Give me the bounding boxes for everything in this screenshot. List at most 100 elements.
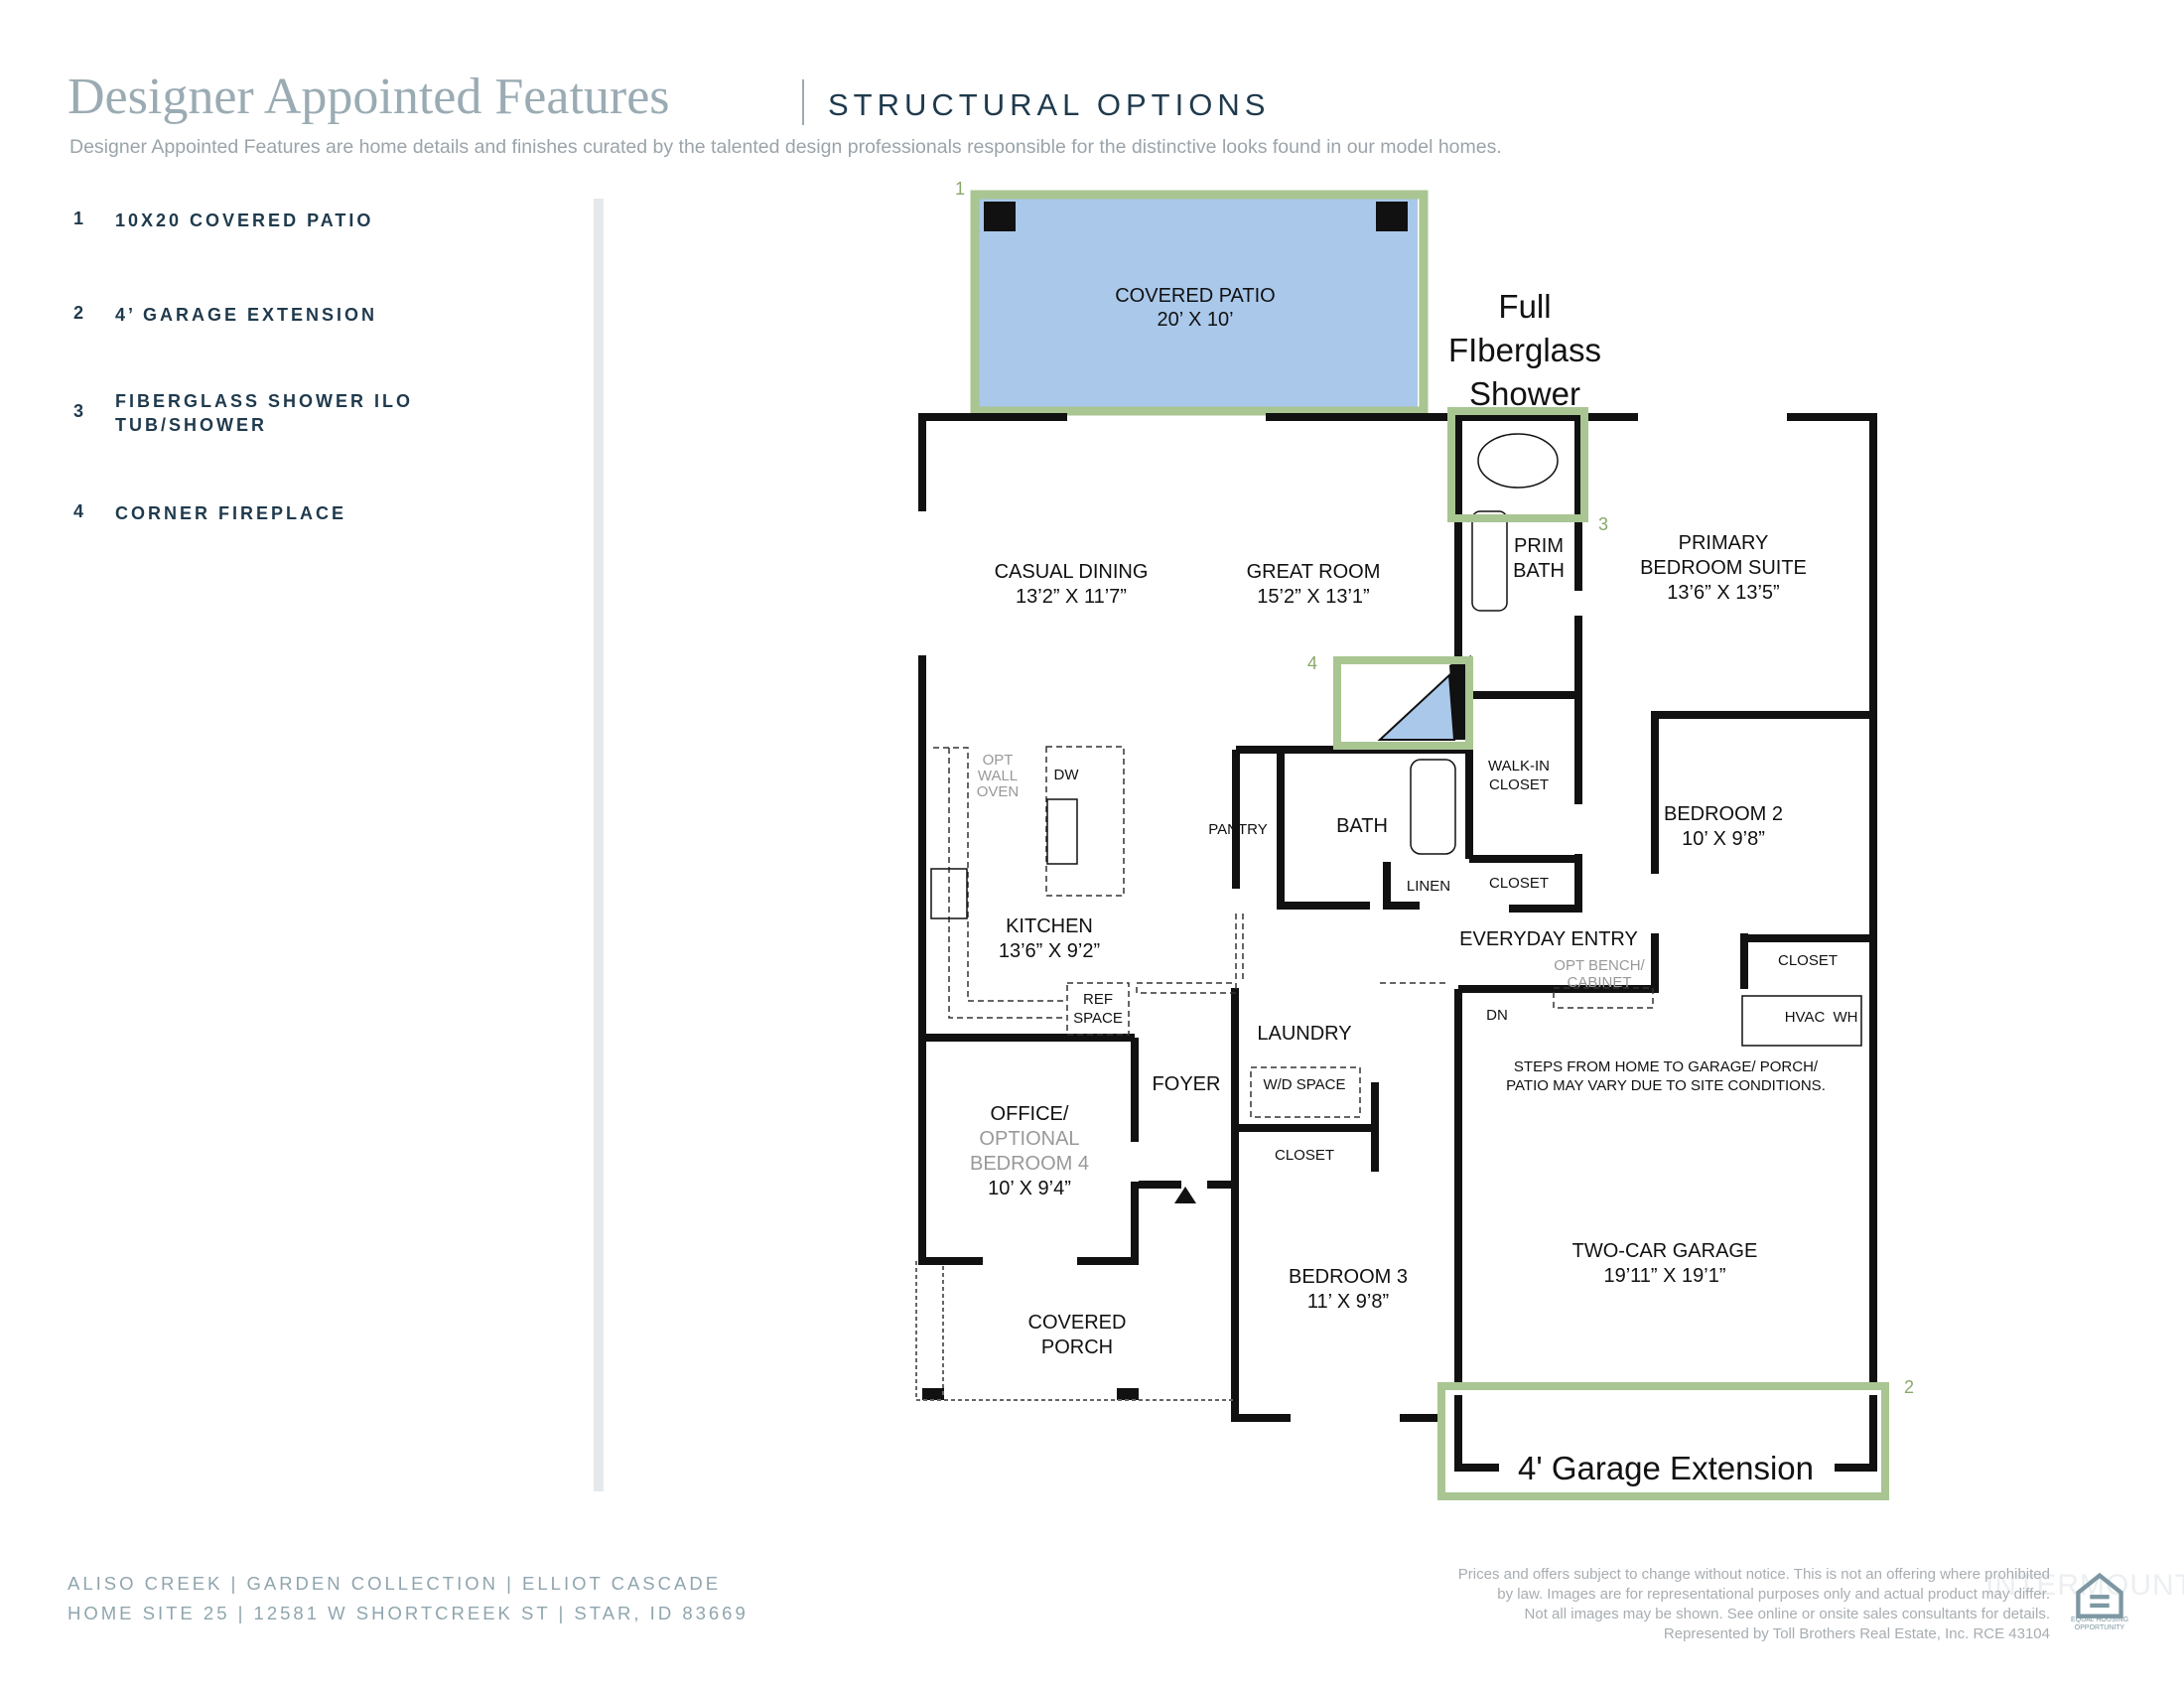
disclaimer-line: Prices and offers subject to change with…	[1457, 1566, 2050, 1583]
room-label: CLOSET	[1489, 875, 1549, 892]
steps-note: STEPS FROM HOME TO GARAGE/ PORCH/	[1514, 1058, 1819, 1075]
room-label: OPTIONAL	[979, 1128, 1079, 1150]
room-size: 10’ X 9’4”	[988, 1178, 1071, 1199]
room-label: FOYER	[1153, 1073, 1221, 1095]
walls	[918, 413, 1877, 1467]
marker-4: 4	[1307, 653, 1317, 673]
room-label: HVAC	[1785, 1009, 1826, 1026]
shower-callout: FIberglass	[1448, 332, 1601, 368]
option-label: 4’ GARAGE EXTENSION	[115, 305, 378, 325]
room-label: W/D SPACE	[1263, 1076, 1345, 1093]
steps-note: PATIO MAY VARY DUE TO SITE CONDITIONS.	[1506, 1077, 1826, 1094]
room-label: BEDROOM 3	[1289, 1266, 1408, 1288]
page-title: Designer Appointed Features	[68, 69, 670, 125]
room-size: 13’6” X 13’5”	[1667, 582, 1779, 604]
room-label: OFFICE/	[991, 1103, 1069, 1125]
option-item: 4 CORNER FIREPLACE	[73, 501, 453, 525]
room-label: PANTRY	[1208, 821, 1267, 838]
kitchen-counters	[933, 746, 1654, 1118]
option-number: 3	[73, 401, 87, 421]
covered-patio-area	[978, 196, 1418, 409]
room-label: REF	[1083, 991, 1113, 1008]
disclaimer-line: Represented by Toll Brothers Real Estate…	[1663, 1625, 2050, 1642]
room-label: CLOSET	[1778, 952, 1838, 969]
room-label: WALL	[978, 768, 1018, 784]
option-item: 1 10X20 COVERED PATIO	[73, 209, 453, 232]
room-label: CASUAL DINING	[995, 561, 1149, 583]
option-number: 4	[73, 501, 87, 521]
option-item: 2 4’ GARAGE EXTENSION	[73, 303, 453, 327]
room-label: BEDROOM SUITE	[1640, 557, 1807, 579]
fireplace-icon	[1377, 672, 1456, 741]
room-size: 15’2” X 13’1”	[1257, 586, 1369, 608]
room-label: SPACE	[1073, 1010, 1123, 1027]
equal-housing-icon	[2076, 1572, 2123, 1618]
room-labels: COVERED PATIO 20’ X 10’ CASUAL DINING 13…	[970, 285, 1807, 1358]
room-label: DN	[1486, 1007, 1508, 1024]
marker-3: 3	[1598, 514, 1608, 534]
room-label: DW	[1054, 767, 1080, 783]
disclaimer: Prices and offers subject to change with…	[1458, 1565, 2050, 1644]
disclaimer-line: Not all images may be shown. See online …	[1524, 1606, 2050, 1622]
footer-community: ALISO CREEK | GARDEN COLLECTION | ELLIOT…	[68, 1573, 722, 1594]
room-label: OPT	[983, 752, 1014, 769]
patio-post	[1376, 202, 1408, 231]
front-entry-arrow-icon	[1174, 1187, 1196, 1203]
room-size: 13’6” X 9’2”	[999, 940, 1100, 962]
equal-housing-label: EQUAL HOUSING OPPORTUNITY	[2070, 1617, 2129, 1631]
porch-post	[1117, 1388, 1139, 1400]
footer-address: HOME SITE 25 | 12581 W SHORTCREEK ST | S…	[68, 1603, 749, 1623]
room-label: OPT BENCH/	[1554, 957, 1645, 974]
room-label: CLOSET	[1489, 776, 1549, 793]
room-label: BATH	[1336, 815, 1388, 837]
sidebar-divider	[594, 199, 604, 1491]
room-label: WALK-IN	[1488, 758, 1550, 774]
room-label: OVEN	[977, 783, 1020, 800]
room-label: LINEN	[1407, 878, 1450, 895]
option-number: 1	[73, 209, 87, 228]
marker-1: 1	[955, 179, 965, 199]
room-label: LAUNDRY	[1257, 1023, 1351, 1045]
room-size: 20’ X 10’	[1157, 309, 1233, 331]
shower-highlight	[1447, 407, 1588, 522]
room-label: CLOSET	[1275, 1147, 1334, 1164]
porch-outline	[915, 1261, 1235, 1401]
porch-post	[922, 1388, 944, 1400]
title-separator	[802, 79, 804, 125]
fixtures	[930, 433, 1862, 1047]
room-size: 11’ X 9’8”	[1307, 1291, 1389, 1313]
room-label: BEDROOM 4	[970, 1153, 1089, 1175]
room-label: CABINET	[1567, 974, 1631, 991]
small-labels: WALK-IN CLOSET PANTRY LINEN CLOSET DW OP…	[977, 752, 1858, 1164]
room-size: 19’11” X 19’1”	[1603, 1265, 1725, 1287]
room-label: PORCH	[1041, 1336, 1113, 1358]
room-label: COVERED	[1028, 1312, 1127, 1334]
option-number: 2	[73, 303, 87, 323]
page-description: Designer Appointed Features are home det…	[69, 136, 1502, 158]
page-subtitle: STRUCTURAL OPTIONS	[828, 87, 1271, 122]
shower-callout: Shower	[1469, 375, 1580, 412]
garage-extension-walls	[1454, 1395, 1877, 1472]
fireplace-highlight	[1333, 656, 1473, 750]
disclaimer-line: by law. Images are for representational …	[1497, 1586, 2050, 1603]
room-label: PRIM	[1514, 535, 1564, 557]
option-label: CORNER FIREPLACE	[115, 503, 347, 523]
room-label: GREAT ROOM	[1247, 561, 1381, 583]
shower-callout: Full	[1498, 288, 1551, 325]
patio-highlight	[970, 190, 1429, 416]
room-size: 10’ X 9’8”	[1682, 828, 1765, 850]
option-label: 10X20 COVERED PATIO	[115, 211, 374, 230]
room-label: WH	[1834, 1009, 1858, 1026]
room-size: 13’2” X 11’7”	[1016, 586, 1127, 608]
room-label: PRIMARY	[1679, 532, 1769, 554]
room-label: BEDROOM 2	[1664, 803, 1783, 825]
patio-post	[984, 202, 1016, 231]
garage-extension-highlight	[1437, 1382, 1889, 1500]
garage-extension-callout: 4' Garage Extension	[1518, 1450, 1814, 1486]
room-label: EVERYDAY ENTRY	[1459, 928, 1638, 950]
room-label: COVERED PATIO	[1115, 285, 1276, 307]
room-label: TWO-CAR GARAGE	[1572, 1240, 1758, 1262]
